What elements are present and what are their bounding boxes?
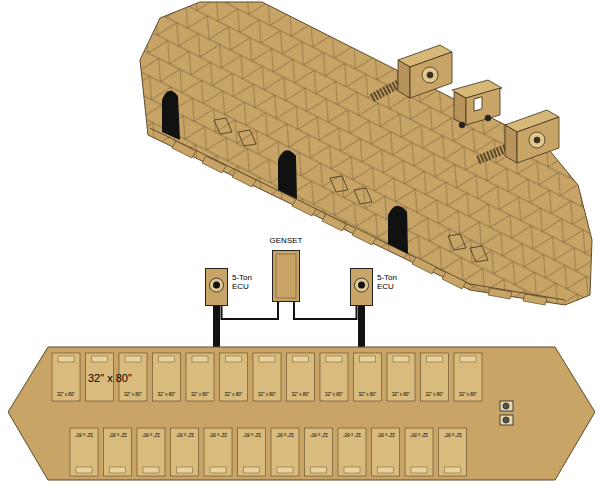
ecu-box: 5-Ton ECU (205, 268, 228, 306)
power-cable (222, 302, 279, 319)
cot-label: 32" x 80" (439, 431, 467, 436)
genset-label: GENSET (270, 237, 303, 246)
cot-label: 32" x 80" (372, 431, 400, 436)
power-cable (294, 302, 357, 319)
cot-label: 32" x 80" (421, 393, 449, 398)
cot-label: 32" x 80" (220, 393, 248, 398)
cot-label: 32" x 80" (320, 393, 348, 398)
floor-plan-outline (8, 345, 595, 482)
cot-label: 32" x 80" (387, 393, 415, 398)
ecu-outline (205, 268, 228, 306)
cot-label: 32" x 80" (204, 431, 232, 436)
cot-label: 32" x 80" (70, 431, 98, 436)
ecu-box: 5-Ton ECU (350, 268, 373, 306)
cot-size-label: 32" x 80" (88, 372, 132, 384)
air-duct (358, 306, 365, 347)
floor-plan: 32" x 80" (8, 345, 595, 482)
ecu-label: 5-Ton ECU (232, 274, 268, 292)
cot-label: 32" x 80" (186, 393, 214, 398)
cot-label: 32" x 80" (354, 393, 382, 398)
cot-label: 32" x 80" (454, 393, 482, 398)
cot-label: 32" x 80" (253, 393, 281, 398)
genset-box: GENSET (272, 250, 300, 302)
air-duct (213, 306, 220, 347)
ecu-label: 5-Ton ECU (377, 274, 413, 292)
ecu-outline (350, 268, 373, 306)
cot-label: 32" x 80" (153, 393, 181, 398)
cot-label: 32" x 80" (287, 393, 315, 398)
cot-label: 32" x 80" (305, 431, 333, 436)
cot-label: 32" x 80" (137, 431, 165, 436)
cot-label: 32" x 80" (405, 431, 433, 436)
cot-label: 32" x 80" (238, 431, 266, 436)
cot-label: 32" x 80" (271, 431, 299, 436)
cot-label: 32" x 80" (338, 431, 366, 436)
genset-outline (272, 250, 300, 302)
cot-label: 32" x 80" (119, 393, 147, 398)
cot-label: 32" x 80" (52, 393, 80, 398)
cot-label: 32" x 80" (171, 431, 199, 436)
cot-label: 32" x 80" (104, 431, 132, 436)
